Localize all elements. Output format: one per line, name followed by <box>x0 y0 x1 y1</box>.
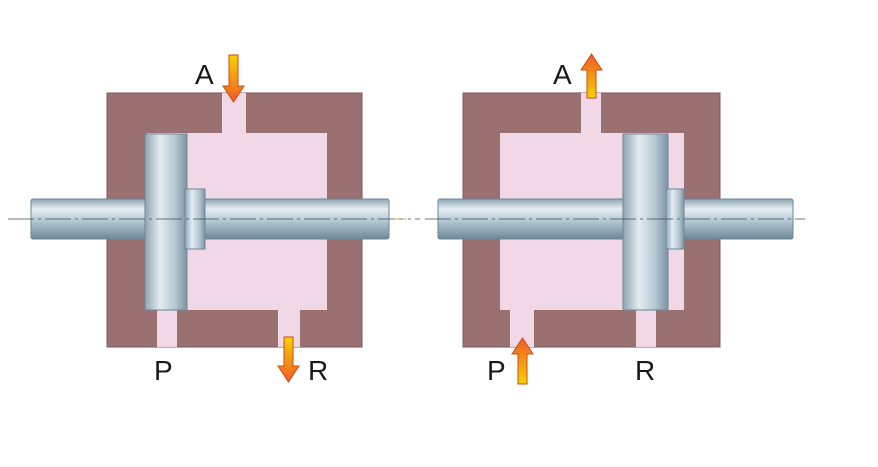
right-spool-land <box>622 133 669 311</box>
left-spool-land <box>144 133 188 311</box>
right-port-r-label: R <box>635 355 655 386</box>
left-arrow-a-down-icon <box>222 54 245 103</box>
left-port-a-label: A <box>195 59 214 90</box>
left-arrow-r-down-icon <box>277 336 300 383</box>
left-port-r-label: R <box>308 355 328 386</box>
right-valve <box>437 92 794 348</box>
right-port-r-channel <box>636 308 656 347</box>
right-arrow-a-up-icon <box>580 53 603 99</box>
right-port-a-label: A <box>553 59 572 90</box>
right-port-p-label: P <box>487 355 506 386</box>
left-port-p-channel <box>157 308 177 347</box>
left-valve <box>30 92 390 348</box>
right-port-a-channel <box>581 93 601 135</box>
left-port-p-label: P <box>154 355 173 386</box>
right-arrow-p-up-icon <box>511 337 534 385</box>
